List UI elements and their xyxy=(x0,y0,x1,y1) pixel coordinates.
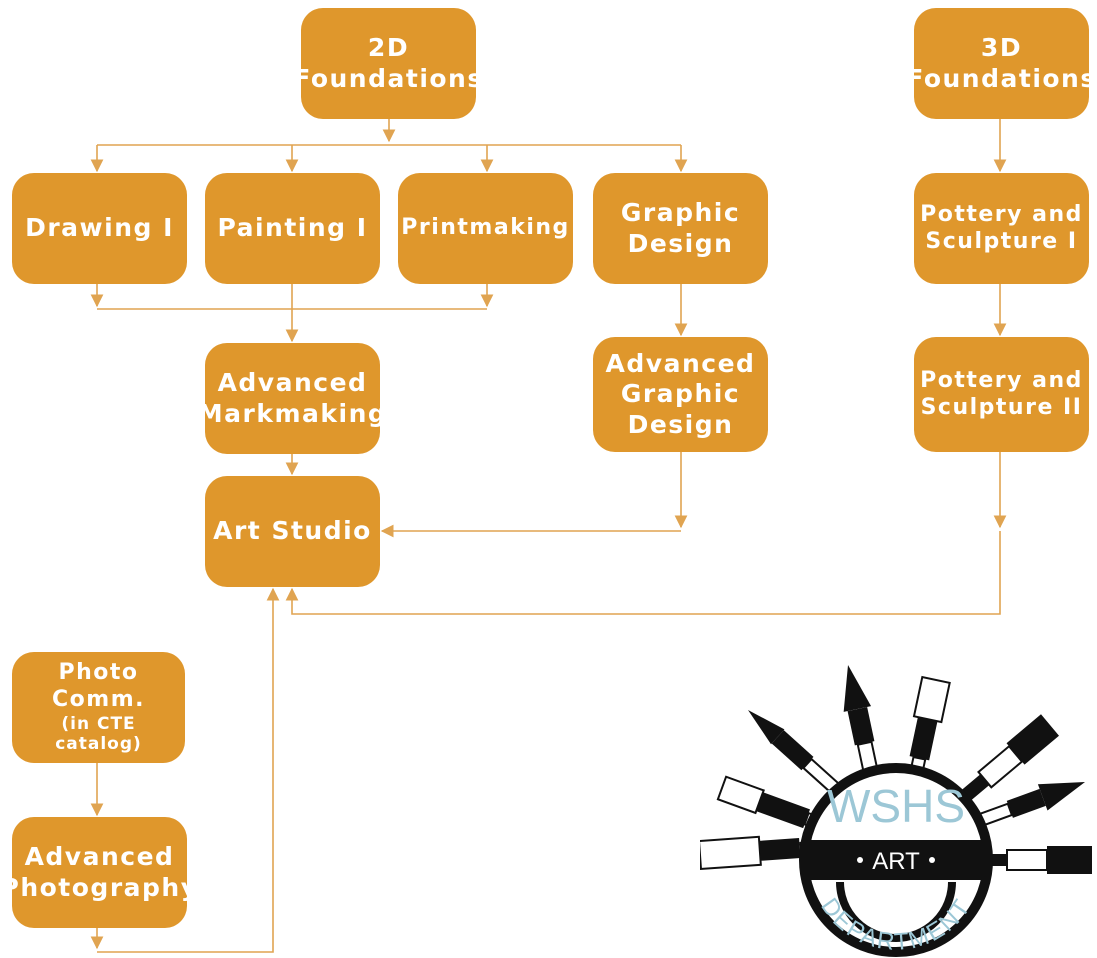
node-pottery-sculpture-2: Pottery and Sculpture II xyxy=(914,337,1089,452)
node-advanced-markmaking: Advanced Markmaking xyxy=(198,343,386,454)
logo-top-text: WSHS xyxy=(827,780,965,832)
node-advanced-photography: Advanced Photography xyxy=(1,817,197,928)
node-pottery-sculpture-1: Pottery and Sculpture I xyxy=(914,173,1089,284)
node-printmaking: Printmaking xyxy=(398,173,573,284)
node-painting-1: Painting I xyxy=(205,173,380,284)
photo-comm-note: (in CTE catalog) xyxy=(55,713,142,755)
connector-pottery-studio xyxy=(285,531,1001,615)
node-2d-foundations: 2D Foundations xyxy=(293,8,482,119)
node-drawing-1: Drawing I xyxy=(12,173,187,284)
photo-comm-label: Photo Comm. xyxy=(52,659,145,712)
wshs-art-department-logo: WSHS ART DEPARTMENT xyxy=(700,665,1092,957)
node-3d-foundations: 3D Foundations xyxy=(906,8,1095,119)
node-photo-comm: Photo Comm. (in CTE catalog) xyxy=(12,652,185,763)
node-advanced-graphic-design: Advanced Graphic Design xyxy=(593,337,768,452)
node-art-studio: Art Studio xyxy=(205,476,380,587)
node-graphic-design: Graphic Design xyxy=(593,173,768,284)
logo-band-text: ART xyxy=(872,848,920,875)
